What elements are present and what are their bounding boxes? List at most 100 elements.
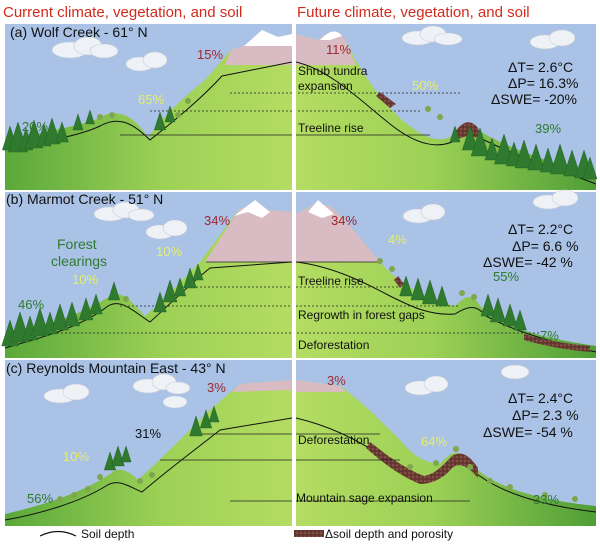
panel-a-right-pct-shrub: 50% [412, 78, 438, 93]
conifer-tree-icon [399, 275, 413, 297]
conifer-tree-icon [64, 301, 80, 327]
conifer-tree-icon [89, 293, 103, 315]
conifer-tree-icon [490, 297, 506, 323]
panel-b-left-pct-shrub: 10% [156, 244, 182, 259]
panel-reynolds-mountain: (c) Reynolds Mountain East - 43° N 3% 31… [4, 360, 597, 526]
panel-b-stat-dswe: ΔSWE= -42 % [483, 254, 573, 270]
conifer-tree-icon [527, 143, 545, 171]
panel-b-right-pct-forest: 55% [493, 269, 519, 284]
panel-c-zone-label-2: Mountain sage expansion [296, 491, 433, 505]
panel-b-right-pct-alpine: 34% [331, 213, 357, 228]
panel-c-left-pct-shrub: 10% [63, 449, 89, 464]
panel-b-divider [292, 192, 296, 358]
shrub-icon [471, 294, 477, 300]
conifer-tree-icon [502, 303, 518, 327]
conifer-tree-icon [514, 139, 534, 169]
conifer-tree-icon [480, 293, 496, 317]
conifer-tree-icon [162, 279, 178, 303]
shrub-icon [459, 290, 465, 296]
conifer-tree-icon [422, 279, 438, 305]
panel-b-right-snow [308, 200, 334, 218]
conifer-tree-icon [435, 285, 449, 307]
panel-a-divider [292, 24, 296, 190]
panel-a-left-snow [244, 30, 292, 46]
panel-c-left-mountain [5, 380, 292, 526]
panel-a-soil-change-1 [376, 92, 396, 108]
shrub-icon [185, 98, 191, 104]
panel-c-stat-dp: ΔP= 2.3 % [512, 407, 579, 423]
panel-a-title: (a) Wolf Creek - 61° N [10, 24, 148, 40]
conifer-tree-icon [189, 415, 203, 437]
panel-a-left-pct-forest: 20% [22, 119, 48, 134]
shrub-icon [57, 496, 63, 502]
conifer-tree-icon [540, 147, 556, 173]
conifer-tree-icon [55, 121, 69, 143]
shrub-icon [542, 492, 548, 498]
panel-b-trees [1, 258, 527, 347]
panel-c-right-pct-alpine: 3% [327, 373, 346, 388]
shrub-icon [487, 478, 493, 484]
panel-a-right-pct-alpine: 11% [326, 42, 351, 57]
panel-b-note-2: clearings [51, 253, 107, 269]
conifer-tree-icon [85, 109, 95, 125]
panel-a-right-snow [320, 31, 342, 40]
panel-a-stat-dp: ΔP= 16.3% [508, 75, 578, 91]
panel-b-note-1: Forest [57, 236, 97, 252]
panel-b-left-pct-clearings: 10% [72, 272, 98, 287]
conifer-tree-icon [120, 445, 132, 463]
panel-c-soil-change [366, 442, 478, 484]
panel-b-right-mountain [296, 204, 596, 358]
right-column-title: Future climate, vegetation, and soil [297, 4, 530, 21]
panel-c-zone-label-1: Deforestation [298, 433, 369, 447]
panel-b-stat-dp: ΔP= 6.6 % [512, 238, 579, 254]
panel-b-zone-label-2: Regrowth in forest gaps [298, 308, 425, 322]
panel-c-divider [292, 360, 296, 526]
panel-c-left-pct-forest: 31% [135, 426, 161, 441]
panel-c-right-pct-shrub: 64% [421, 434, 447, 449]
conifer-tree-icon [51, 303, 69, 331]
shrub-icon [175, 112, 181, 118]
panel-b-left-snow [234, 200, 270, 218]
shrub-icon [71, 492, 77, 498]
shrub-icon [97, 114, 103, 120]
panel-c-left-alpine [232, 380, 292, 392]
conifer-tree-icon [78, 297, 94, 321]
panel-c-left-pct-sage: 56% [27, 491, 53, 506]
panel-marmot-creek: (b) Marmot Creek - 51° N 34% 10% 10% 46%… [1, 189, 597, 358]
conifer-tree-icon [494, 133, 514, 165]
panel-c-left-soil-line [4, 417, 293, 521]
panel-wolf-creek: (a) Wolf Creek - 61° N 15% 65% 20% 11% 5… [2, 24, 598, 190]
legend-soil-line-swatch [39, 530, 77, 537]
conifer-tree-icon [582, 156, 598, 180]
panel-b-stat-dt: ΔT= 2.2°C [508, 221, 573, 237]
shrub-icon [407, 464, 413, 470]
panel-a-left-pct-alpine: 15% [197, 47, 223, 62]
legend-soil-change-swatch [294, 530, 324, 537]
panel-a-zone-label-2: expansion [298, 79, 353, 93]
legend: Soil depth Δsoil depth and porosity [39, 527, 453, 541]
panel-c-title: (c) Reynolds Mountain East - 43° N [6, 360, 226, 376]
panel-b-left-pct-forest: 46% [18, 297, 44, 312]
conifer-tree-icon [43, 117, 61, 145]
panel-a-right-alpine [296, 31, 356, 65]
conifer-tree-icon [153, 111, 167, 131]
legend-delta-soil-label: Δsoil depth and porosity [325, 527, 453, 541]
panel-a-right-mountain [296, 31, 596, 190]
shrub-icon [572, 496, 578, 502]
conifer-tree-icon [183, 267, 197, 289]
conifer-tree-icon [550, 143, 570, 175]
panel-a-stat-dt: ΔT= 2.6°C [508, 59, 573, 75]
panel-a-left-pct-shrub: 65% [138, 92, 164, 107]
panel-b-soil-change-1 [394, 276, 404, 288]
conifer-tree-icon [563, 149, 581, 177]
panel-b-zone-label-3: Deforestation [298, 338, 369, 352]
shrub-icon [377, 258, 383, 264]
conifer-tree-icon [462, 125, 478, 151]
panel-c-stat-dt: ΔT= 2.4°C [508, 390, 573, 406]
panel-a-zone-label-1: Shrub tundra [298, 64, 368, 78]
conifer-tree-icon [484, 137, 500, 161]
conifer-tree-icon [470, 127, 490, 157]
legend-soil-depth-label: Soil depth [81, 527, 134, 541]
panel-a-trees [2, 98, 598, 180]
